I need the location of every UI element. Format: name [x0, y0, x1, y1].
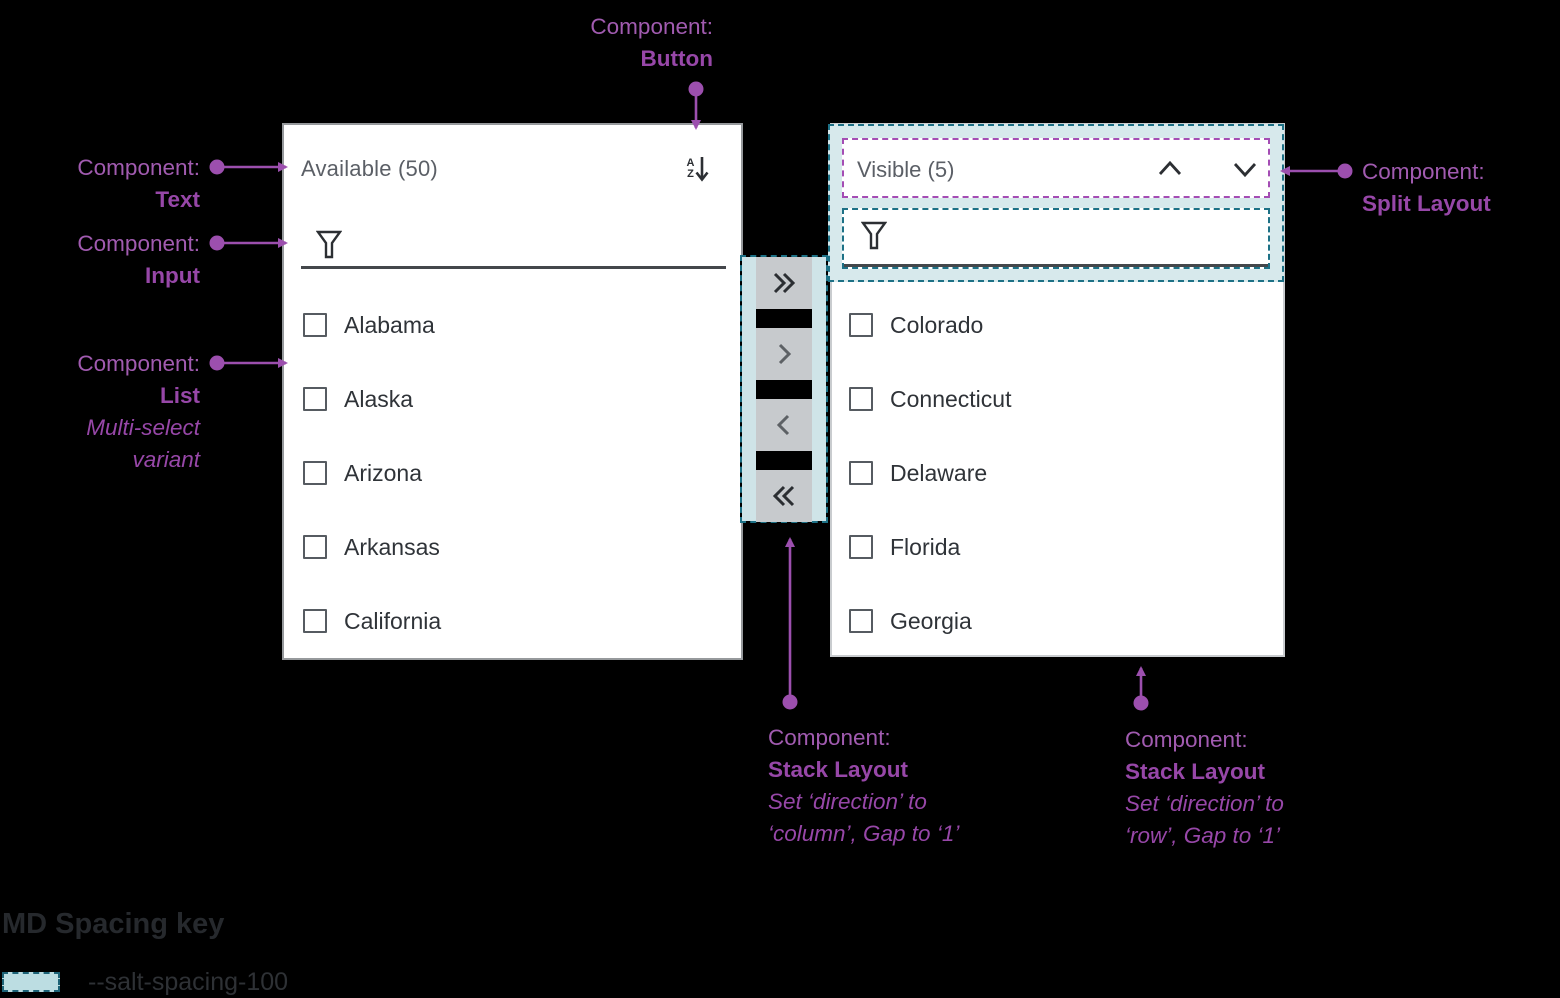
az-sort-letters: A Z [686, 157, 695, 180]
list-item[interactable]: Alabama [284, 311, 741, 339]
stack-layout-column-zone [740, 255, 828, 523]
checkbox[interactable] [849, 609, 873, 633]
list-item-label: Arizona [344, 459, 422, 486]
move-all-left-button[interactable] [756, 470, 812, 522]
checkbox[interactable] [303, 609, 327, 633]
spacing-overlay: Visible (5) [828, 124, 1284, 282]
list-item[interactable]: Delaware [832, 459, 1283, 487]
list-item[interactable]: Alaska [284, 385, 741, 413]
checkbox[interactable] [303, 313, 327, 337]
move-down-button[interactable] [1227, 151, 1263, 187]
annotation-button: Component: Button [590, 14, 713, 71]
list-item[interactable]: Arizona [284, 459, 741, 487]
list-item[interactable]: Arkansas [284, 533, 741, 561]
chevron-up-icon [1158, 160, 1182, 175]
move-up-button[interactable] [1152, 151, 1188, 187]
list-item-label: California [344, 607, 442, 634]
list-item-label: Colorado [890, 311, 984, 338]
checkbox[interactable] [849, 461, 873, 485]
chevron-right-icon [778, 343, 792, 365]
filter-icon [861, 221, 887, 250]
spacing-token-label: --salt-spacing-100 [88, 968, 289, 996]
list-item-label: Connecticut [890, 385, 1012, 412]
annotation-text: Component: Text [77, 155, 200, 212]
checkbox[interactable] [303, 387, 327, 411]
double-chevron-right-icon [773, 272, 796, 294]
list-item[interactable]: Connecticut [832, 385, 1283, 413]
filter-input[interactable] [301, 223, 726, 269]
legend-title: MD Spacing key [2, 908, 225, 940]
list-item-label: Delaware [890, 459, 988, 486]
available-list-title: Available (50) [301, 156, 438, 181]
move-all-right-button[interactable] [756, 257, 812, 309]
list-item-label: Arkansas [344, 533, 440, 560]
move-left-button[interactable] [756, 399, 812, 451]
annotation-input: Component: Input [77, 231, 200, 288]
double-chevron-left-icon [772, 485, 795, 507]
chevron-down-icon [1233, 163, 1257, 178]
available-list-panel: Available (50) A Z Alabama Alask [282, 123, 743, 660]
checkbox[interactable] [303, 461, 327, 485]
checkbox[interactable] [849, 535, 873, 559]
checkbox[interactable] [849, 313, 873, 337]
spacing-strip [812, 257, 826, 521]
visible-list-title: Visible (5) [857, 157, 955, 182]
list-item[interactable]: Colorado [832, 311, 1283, 339]
filter-input[interactable] [842, 208, 1270, 269]
list-item[interactable]: California [284, 607, 741, 635]
list-item-label: Alaska [344, 385, 414, 412]
list-item-label: Georgia [890, 607, 972, 634]
annotation-stack-layout-row: Component: Stack Layout Set ‘direction’ … [1125, 727, 1284, 848]
list-item-label: Alabama [344, 311, 435, 338]
list-item[interactable]: Florida [832, 533, 1283, 561]
arrow-down-icon [695, 157, 709, 182]
list-item-label: Florida [890, 533, 961, 560]
annotation-list: Component: List Multi-select variant [77, 351, 200, 472]
split-layout-outline: Visible (5) [842, 138, 1270, 198]
checkbox[interactable] [303, 535, 327, 559]
spacing-strip [742, 257, 756, 521]
input-underline [844, 264, 1268, 267]
annotation-split-layout: Component: Split Layout [1362, 159, 1491, 216]
list-item[interactable]: Georgia [832, 607, 1283, 635]
move-right-button[interactable] [756, 328, 812, 380]
checkbox[interactable] [849, 387, 873, 411]
chevron-left-icon [776, 414, 790, 436]
filter-icon [316, 230, 342, 259]
annotation-stack-layout-column: Component: Stack Layout Set ‘direction’ … [768, 725, 960, 846]
sort-button[interactable]: A Z [680, 151, 716, 187]
spacing-swatch [2, 972, 60, 992]
